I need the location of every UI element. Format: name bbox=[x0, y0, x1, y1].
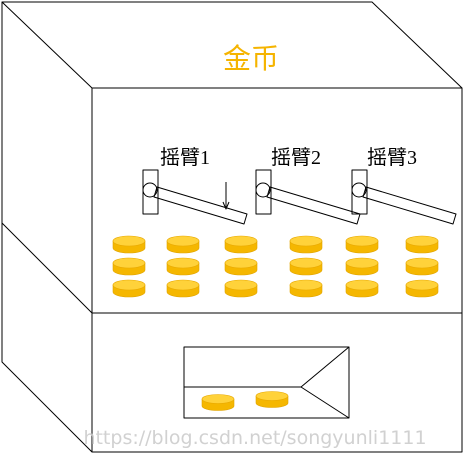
arm-bar bbox=[362, 186, 457, 225]
arm-label-1: 摇臂1 bbox=[160, 146, 210, 169]
arm-1 bbox=[142, 169, 248, 225]
coin bbox=[112, 257, 146, 276]
coin-face bbox=[224, 235, 258, 247]
coin bbox=[166, 235, 200, 254]
front-face bbox=[91, 87, 463, 453]
coin-face bbox=[166, 235, 200, 247]
coin bbox=[112, 235, 146, 254]
coin bbox=[224, 235, 258, 254]
side-divider bbox=[1, 222, 93, 314]
tray-chute-lower bbox=[300, 386, 350, 419]
coin-face bbox=[201, 394, 235, 404]
coin-stack-3 bbox=[224, 235, 258, 298]
coin bbox=[405, 279, 439, 298]
coin-face bbox=[289, 279, 323, 291]
arm-3 bbox=[351, 169, 457, 225]
coin-stack-4 bbox=[289, 235, 323, 298]
coin-face bbox=[112, 257, 146, 269]
coin-face bbox=[345, 235, 379, 247]
coin-stacks bbox=[112, 235, 439, 298]
output-tray bbox=[183, 346, 350, 419]
coin-face bbox=[166, 279, 200, 291]
coin bbox=[345, 257, 379, 276]
coin bbox=[166, 257, 200, 276]
coin bbox=[289, 235, 323, 254]
coin-stack-2 bbox=[166, 235, 200, 298]
coin bbox=[224, 257, 258, 276]
arm-pivot bbox=[351, 182, 367, 198]
tray-coins bbox=[201, 391, 289, 411]
coin-face bbox=[224, 279, 258, 291]
watermark: https://blog.csdn.net/songyunli1111 bbox=[83, 427, 426, 449]
coin-face bbox=[112, 235, 146, 247]
arm-2 bbox=[255, 169, 361, 225]
arm-label-2: 摇臂2 bbox=[271, 146, 321, 169]
coin bbox=[255, 391, 289, 408]
coin bbox=[289, 257, 323, 276]
coin bbox=[166, 279, 200, 298]
coin-stack-1 bbox=[112, 235, 146, 298]
coin-face bbox=[289, 257, 323, 269]
coin-face bbox=[289, 235, 323, 247]
coin bbox=[201, 394, 235, 411]
coin bbox=[405, 257, 439, 276]
arms bbox=[142, 169, 457, 225]
tray-frame bbox=[183, 346, 350, 419]
arm-pivot bbox=[255, 182, 271, 198]
coin-face bbox=[405, 257, 439, 269]
title-text: 金币 bbox=[223, 42, 279, 75]
coin-face bbox=[112, 279, 146, 291]
coin bbox=[405, 235, 439, 254]
arm-bar bbox=[153, 186, 248, 225]
coin-face bbox=[405, 235, 439, 247]
coin-face bbox=[405, 279, 439, 291]
arm-pivot bbox=[142, 182, 158, 198]
top-face bbox=[1, 1, 463, 89]
coin bbox=[112, 279, 146, 298]
arrow-head bbox=[222, 201, 230, 210]
coin-stack-5 bbox=[345, 235, 379, 298]
arm-label-3: 摇臂3 bbox=[367, 146, 417, 169]
coin-face bbox=[166, 257, 200, 269]
coin-stack-6 bbox=[405, 235, 439, 298]
coin bbox=[289, 279, 323, 298]
coin bbox=[345, 235, 379, 254]
box-frame bbox=[1, 1, 463, 453]
coin-face bbox=[224, 257, 258, 269]
coin bbox=[345, 279, 379, 298]
coin bbox=[224, 279, 258, 298]
coin-face bbox=[255, 391, 289, 401]
coin-face bbox=[345, 257, 379, 269]
arm-bar bbox=[266, 186, 361, 225]
tray-chute bbox=[184, 346, 350, 388]
coin-face bbox=[345, 279, 379, 291]
down-arrow-icon bbox=[222, 182, 230, 210]
left-face bbox=[1, 2, 93, 453]
